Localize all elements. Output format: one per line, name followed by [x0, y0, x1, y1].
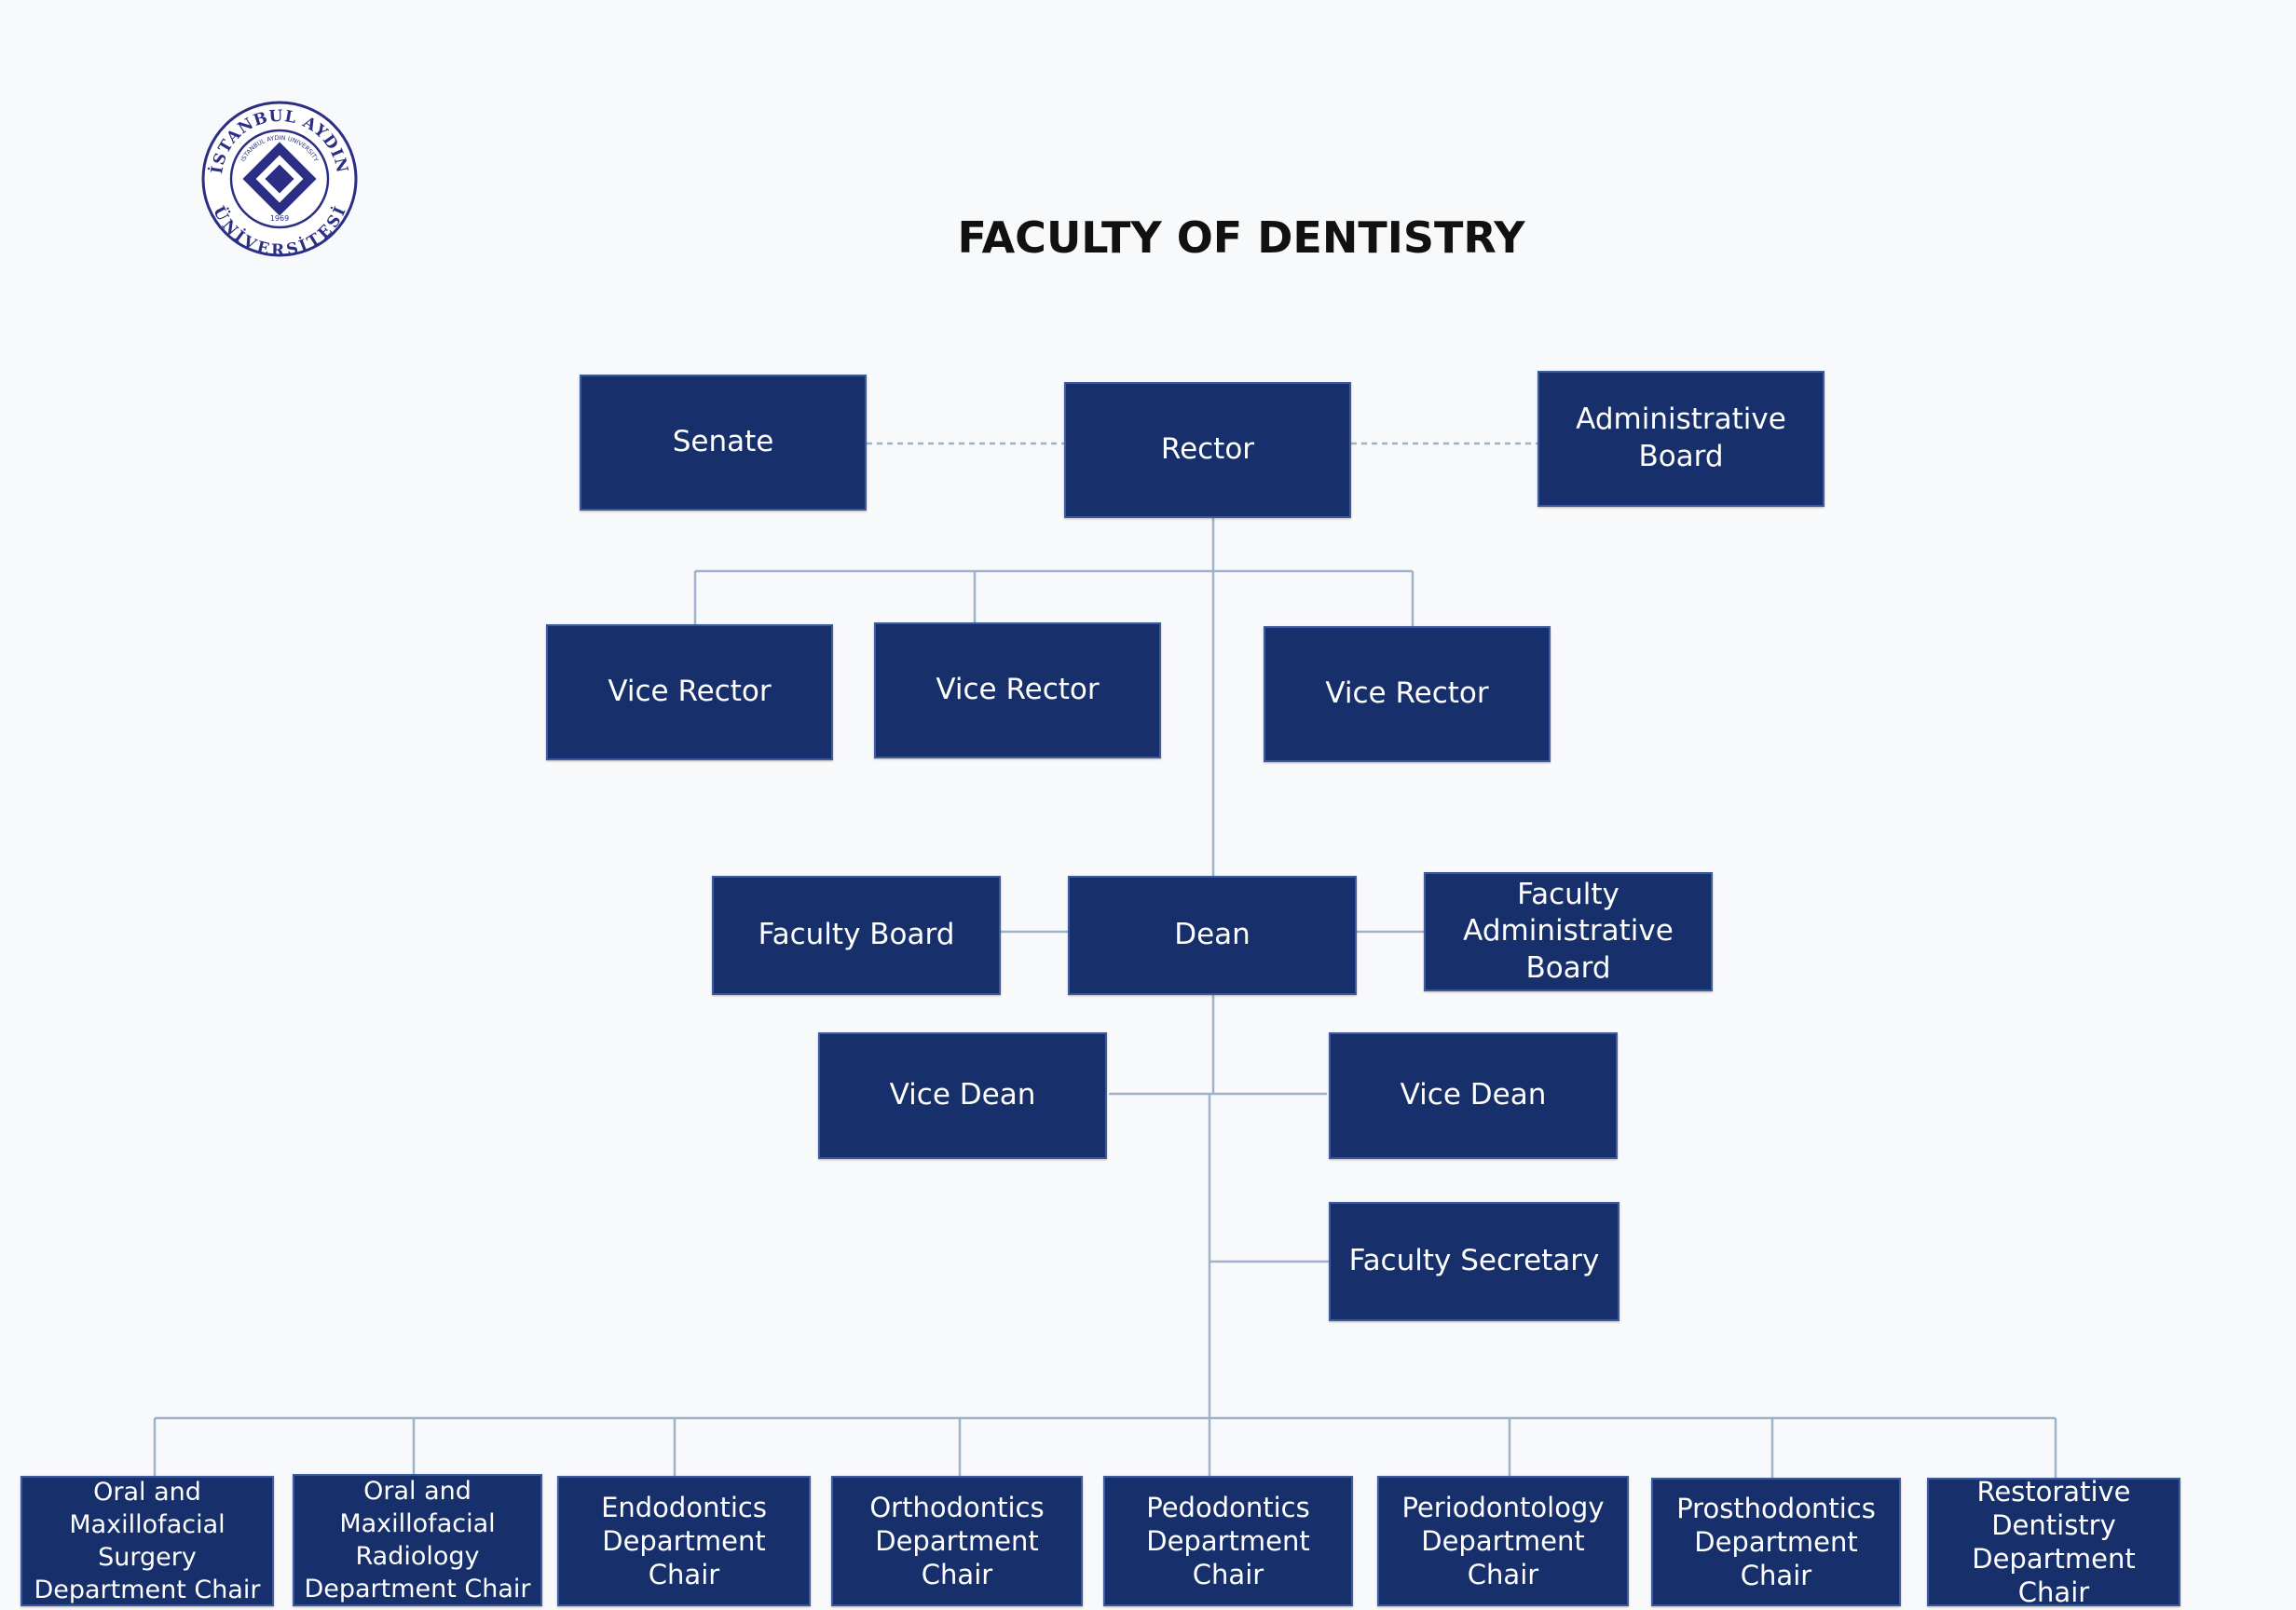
node-vice-dean-2: Vice Dean: [1329, 1032, 1618, 1159]
node-vice-rector-2: Vice Rector: [874, 622, 1161, 758]
node-vice-rector-3: Vice Rector: [1264, 626, 1551, 762]
node-administrative-board: Administrative Board: [1538, 371, 1824, 507]
node-senate: Senate: [580, 375, 867, 511]
node-dept-endodontics: Endodontics Department Chair: [557, 1476, 811, 1606]
node-vice-rector-1: Vice Rector: [546, 624, 833, 760]
node-vice-dean-1: Vice Dean: [818, 1032, 1107, 1159]
node-dean: Dean: [1068, 876, 1357, 995]
node-dept-orthodontics: Orthodontics Department Chair: [831, 1476, 1083, 1606]
node-faculty-board: Faculty Board: [712, 876, 1001, 995]
node-dept-oral-surgery: Oral and Maxillofacial Surgery Departmen…: [20, 1476, 274, 1606]
node-rector: Rector: [1064, 382, 1351, 518]
page-title: FACULTY OF DENTISTRY: [957, 212, 1525, 263]
node-dept-oral-radiology: Oral and Maxillofacial Radiology Departm…: [293, 1474, 542, 1606]
node-faculty-administrative-board: Faculty Administrative Board: [1424, 872, 1713, 991]
node-dept-periodontology: Periodontology Department Chair: [1377, 1476, 1629, 1606]
node-dept-restorative-dentistry: Restorative Dentistry Department Chair: [1927, 1476, 2180, 1608]
node-dept-pedodontics: Pedodontics Department Chair: [1103, 1476, 1353, 1606]
node-faculty-secretary: Faculty Secretary: [1329, 1202, 1620, 1321]
svg-text:1969: 1969: [270, 214, 289, 223]
node-dept-prosthodontics: Prosthodontics Department Chair: [1651, 1478, 1901, 1606]
university-seal-logo: İSTANBUL AYDIN ÜNİVERSİTESİ ISTANBUL AYD…: [201, 101, 358, 259]
